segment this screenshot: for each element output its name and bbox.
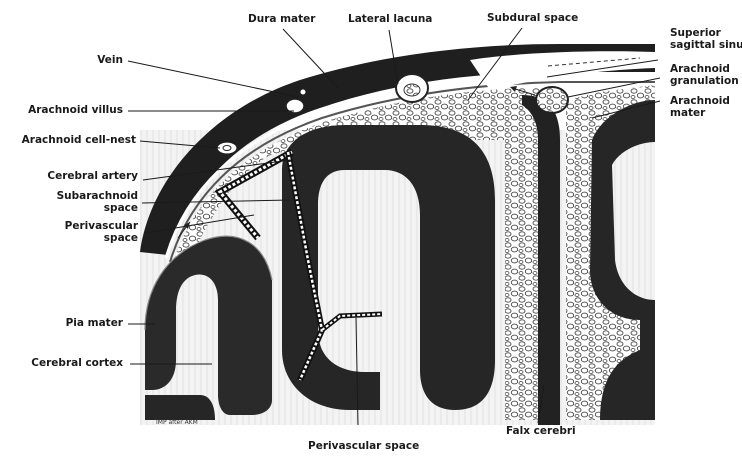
vein [300, 89, 306, 95]
arachnoid-granulation [536, 87, 568, 113]
label-arachnoid-mater-1: Arachnoid [670, 96, 730, 108]
label-falx-cerebri: Falx cerebri [506, 426, 576, 438]
artist-signature: IMP after AKM [156, 419, 198, 426]
label-superior: Superior [670, 28, 721, 40]
label-cerebral-artery: Cerebral artery [10, 171, 138, 183]
label-arachnoid-cell-nest: Arachnoid cell-nest [4, 135, 136, 147]
lateral-lacuna [396, 74, 428, 102]
label-sagittal-sinus: sagittal sinus [670, 40, 742, 52]
label-arachnoid-granulation-1: Arachnoid [670, 64, 730, 76]
label-vein: Vein [40, 55, 123, 67]
label-arachnoid-villus: Arachnoid villus [10, 105, 123, 117]
label-arachnoid-granulation-2: granulation [670, 76, 739, 88]
label-lateral-lacuna: Lateral lacuna [348, 14, 432, 26]
label-arachnoid-mater-2: mater [670, 108, 705, 120]
cerebral-cortex-lower-gyrus [145, 395, 215, 420]
label-subarachnoid: Subarachnoid [10, 191, 138, 203]
label-dura-mater: Dura mater [248, 14, 315, 26]
label-cerebral-cortex: Cerebral cortex [4, 358, 123, 370]
label-pia-mater: Pia mater [10, 318, 123, 330]
label-subarachnoid-space: space [10, 203, 138, 215]
label-perivascular-space-left: space [10, 233, 138, 245]
label-perivascular-space-bottom: Perivascular space [308, 441, 419, 453]
label-subdural-space: Subdural space [487, 13, 578, 25]
label-perivascular: Perivascular [10, 221, 138, 233]
